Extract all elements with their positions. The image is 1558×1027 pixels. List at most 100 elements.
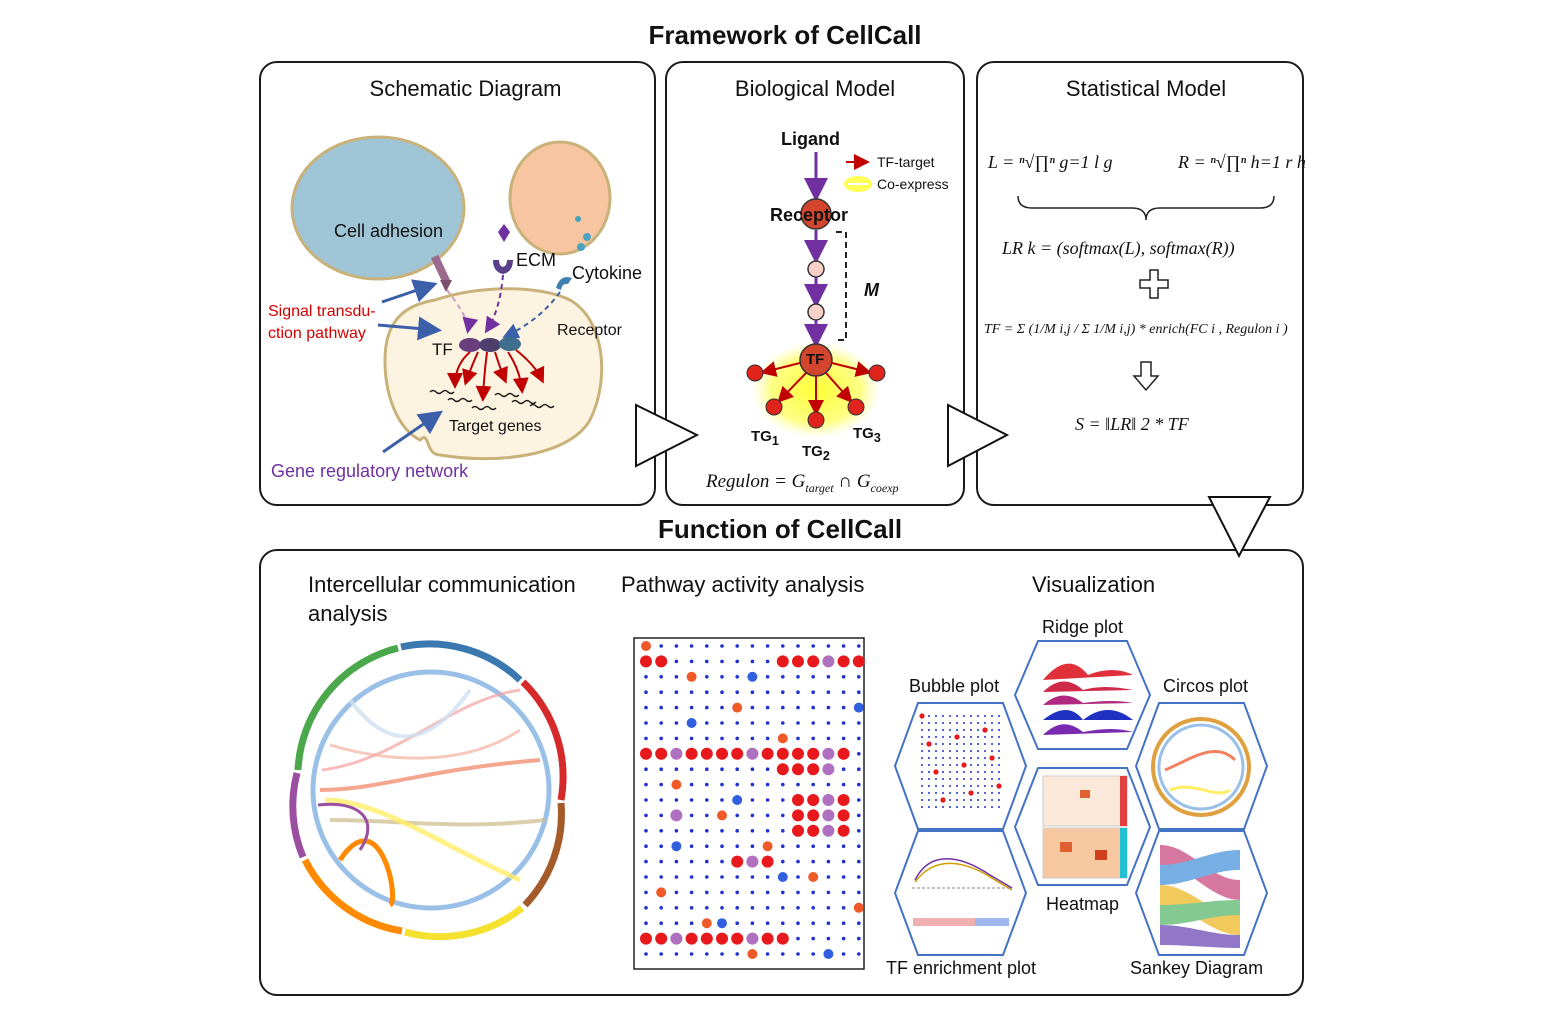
bubble-dot <box>970 722 972 724</box>
bubble-dot <box>942 736 944 738</box>
framework-title: Framework of CellCall <box>648 20 922 50</box>
matrix-dot <box>720 844 724 848</box>
matrix-dot <box>705 952 709 956</box>
bubble-dot <box>921 785 923 787</box>
tg3-node <box>847 398 865 416</box>
matrix-dot <box>640 655 652 668</box>
bubble-dot <box>956 757 958 759</box>
matrix-dot <box>674 829 679 833</box>
matrix-dot <box>857 813 861 818</box>
matrix-dot <box>674 675 679 679</box>
tg1-node <box>765 398 783 416</box>
matrix-dot <box>761 932 774 945</box>
bubble-dot <box>942 750 944 752</box>
bubble-dot <box>963 806 965 808</box>
matrix-dot <box>644 906 648 910</box>
bubble-dot <box>928 722 930 724</box>
receptor-node <box>800 198 832 230</box>
matrix-dot <box>841 906 846 910</box>
matrix-dot <box>781 690 785 694</box>
bubble-dot <box>921 722 923 724</box>
bubble-dot <box>921 806 923 808</box>
bubble-dot <box>935 722 937 724</box>
matrix-dot <box>857 921 861 925</box>
matrix-dot <box>781 829 785 833</box>
l-formula: L = ⁿ√∏ⁿ g=1 l g <box>988 152 1113 172</box>
matrix-dot <box>735 721 739 725</box>
matrix-dot <box>750 767 755 771</box>
tf-enrichment-label: TF enrichment plot <box>886 958 1037 978</box>
matrix-dot <box>811 675 815 679</box>
matrix-dot <box>796 736 800 741</box>
bubble-dot <box>949 806 951 808</box>
matrix-dot <box>732 702 743 713</box>
heatmap-label: Heatmap <box>1046 894 1120 914</box>
matrix-dot <box>777 733 788 744</box>
bubble-dot <box>928 806 930 808</box>
tg1-text: TG <box>751 428 772 445</box>
matrix-dot <box>853 902 864 913</box>
bubble-dot <box>991 799 993 801</box>
adhesion-cell <box>290 135 466 281</box>
matrix-dot <box>705 736 709 741</box>
matrix-dot <box>731 855 744 868</box>
ecm-label: ECM <box>516 250 556 270</box>
bubble-dot <box>949 785 951 787</box>
bubble-dot <box>984 722 986 724</box>
matrix-dot <box>735 690 739 694</box>
matrix-dot <box>689 952 694 956</box>
bubble-dot <box>935 792 937 794</box>
matrix-dot <box>796 844 800 848</box>
intermediate-node-2 <box>807 303 825 321</box>
matrix-dot <box>826 921 831 925</box>
bubble-dot <box>921 771 923 773</box>
matrix-dot <box>841 644 846 648</box>
matrix-dot <box>781 705 785 710</box>
bubble-dot <box>998 750 1000 752</box>
matrix-dot <box>811 890 815 895</box>
sankey-mini <box>1160 845 1240 948</box>
matrix-dot <box>796 859 800 864</box>
bubble-dot <box>928 750 930 752</box>
target-node-left <box>746 364 764 382</box>
matrix-dot <box>765 767 770 771</box>
matrix-dot <box>720 705 724 710</box>
matrix-dot <box>674 859 679 864</box>
matrix-dot <box>781 644 785 648</box>
function-title: Function of CellCall <box>657 514 903 544</box>
matrix-dot <box>731 747 744 760</box>
matrix-dot <box>750 890 755 895</box>
matrix-dot <box>841 859 846 864</box>
matrix-dot <box>750 844 755 848</box>
target-node-right <box>868 364 886 382</box>
m-label: M <box>864 280 879 300</box>
matrix-dot <box>720 952 724 956</box>
matrix-dot <box>750 782 755 787</box>
bubble-dot <box>942 764 944 766</box>
bubble-dot <box>949 757 951 759</box>
bubble-dot <box>956 722 958 724</box>
matrix-dot <box>750 875 755 879</box>
matrix-dot <box>644 859 648 864</box>
bubble-dot <box>942 743 944 745</box>
matrix-dot <box>705 721 709 725</box>
bubble-dot <box>921 778 923 780</box>
matrix-dot <box>857 782 861 787</box>
matrix-dot <box>720 659 724 664</box>
bubble-dot <box>921 729 923 731</box>
matrix-dot <box>720 721 724 725</box>
matrix-dot <box>857 752 861 756</box>
matrix-dot <box>731 932 744 945</box>
matrix-dot <box>735 767 739 771</box>
matrix-dot <box>735 659 739 664</box>
matrix-dot <box>765 906 770 910</box>
matrix-dot <box>659 782 663 787</box>
matrix-dot <box>735 890 739 895</box>
matrix-dot <box>674 767 679 771</box>
matrix-dot <box>750 921 755 925</box>
matrix-dot <box>792 824 804 837</box>
bubble-dot <box>991 743 993 745</box>
matrix-dot <box>705 906 709 910</box>
matrix-dot <box>689 921 694 925</box>
bubble-dot <box>956 715 958 717</box>
